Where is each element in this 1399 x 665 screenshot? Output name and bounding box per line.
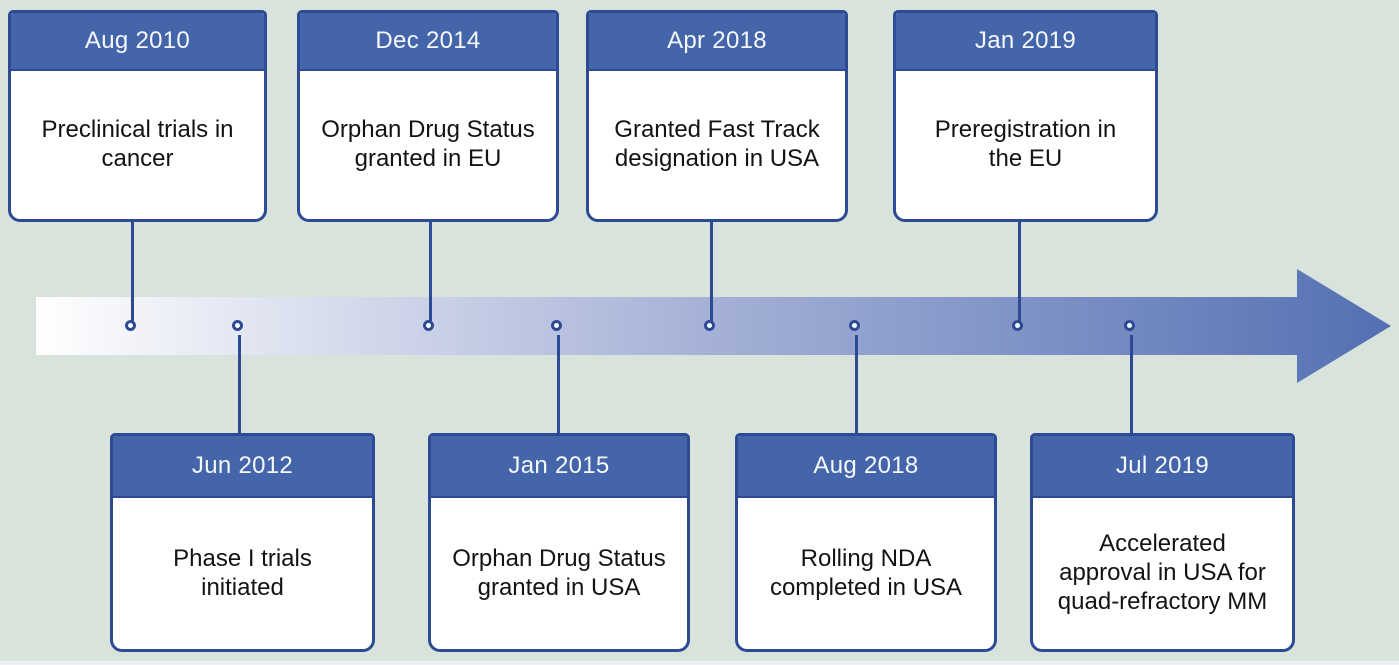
event-connector xyxy=(238,335,241,434)
event-connector xyxy=(1018,220,1021,321)
event-date: Jan 2019 xyxy=(896,13,1155,71)
timeline-marker-icon xyxy=(704,320,715,331)
event-connector xyxy=(710,220,713,321)
event-date: Jan 2015 xyxy=(431,436,687,498)
event-connector xyxy=(131,220,134,321)
event-description: Orphan Drug Status granted in EU xyxy=(321,116,535,172)
event-date: Dec 2014 xyxy=(300,13,556,71)
event-description: Accelerated approval in USA for quad-ref… xyxy=(1057,530,1268,615)
event-card-jun-2012: Jun 2012 Phase I trials initiated xyxy=(110,433,375,652)
event-card-jan-2019: Jan 2019 Preregistration in the EU xyxy=(893,10,1158,222)
timeline-marker-icon xyxy=(125,320,136,331)
timeline-marker-icon xyxy=(551,320,562,331)
event-connector xyxy=(1130,335,1133,434)
event-card-jul-2019: Jul 2019 Accelerated approval in USA for… xyxy=(1030,433,1295,652)
event-description: Orphan Drug Status granted in USA xyxy=(452,544,666,601)
event-date: Jun 2012 xyxy=(113,436,372,498)
timeline-marker-icon xyxy=(423,320,434,331)
event-card-jan-2015: Jan 2015 Orphan Drug Status granted in U… xyxy=(428,433,690,652)
event-description: Rolling NDA completed in USA xyxy=(769,544,963,601)
event-card-aug-2010: Aug 2010 Preclinical trials in cancer xyxy=(8,10,267,222)
event-card-aug-2018: Aug 2018 Rolling NDA completed in USA xyxy=(735,433,997,652)
event-card-dec-2014: Dec 2014 Orphan Drug Status granted in E… xyxy=(297,10,559,222)
event-description: Preregistration in the EU xyxy=(934,116,1117,172)
event-description: Preclinical trials in cancer xyxy=(41,116,234,172)
timeline-marker-icon xyxy=(1124,320,1135,331)
timeline-marker-icon xyxy=(849,320,860,331)
event-card-apr-2018: Apr 2018 Granted Fast Track designation … xyxy=(586,10,848,222)
event-connector xyxy=(429,220,432,321)
event-connector xyxy=(855,335,858,434)
event-date: Aug 2010 xyxy=(11,13,264,71)
event-date: Aug 2018 xyxy=(738,436,994,498)
event-date: Jul 2019 xyxy=(1033,436,1292,498)
timeline-marker-icon xyxy=(1012,320,1023,331)
event-description: Granted Fast Track designation in USA xyxy=(614,116,820,172)
event-description: Phase I trials initiated xyxy=(173,544,312,601)
event-date: Apr 2018 xyxy=(589,13,845,71)
event-connector xyxy=(557,335,560,434)
figure-bottom-margin xyxy=(0,661,1399,665)
timeline-marker-icon xyxy=(232,320,243,331)
